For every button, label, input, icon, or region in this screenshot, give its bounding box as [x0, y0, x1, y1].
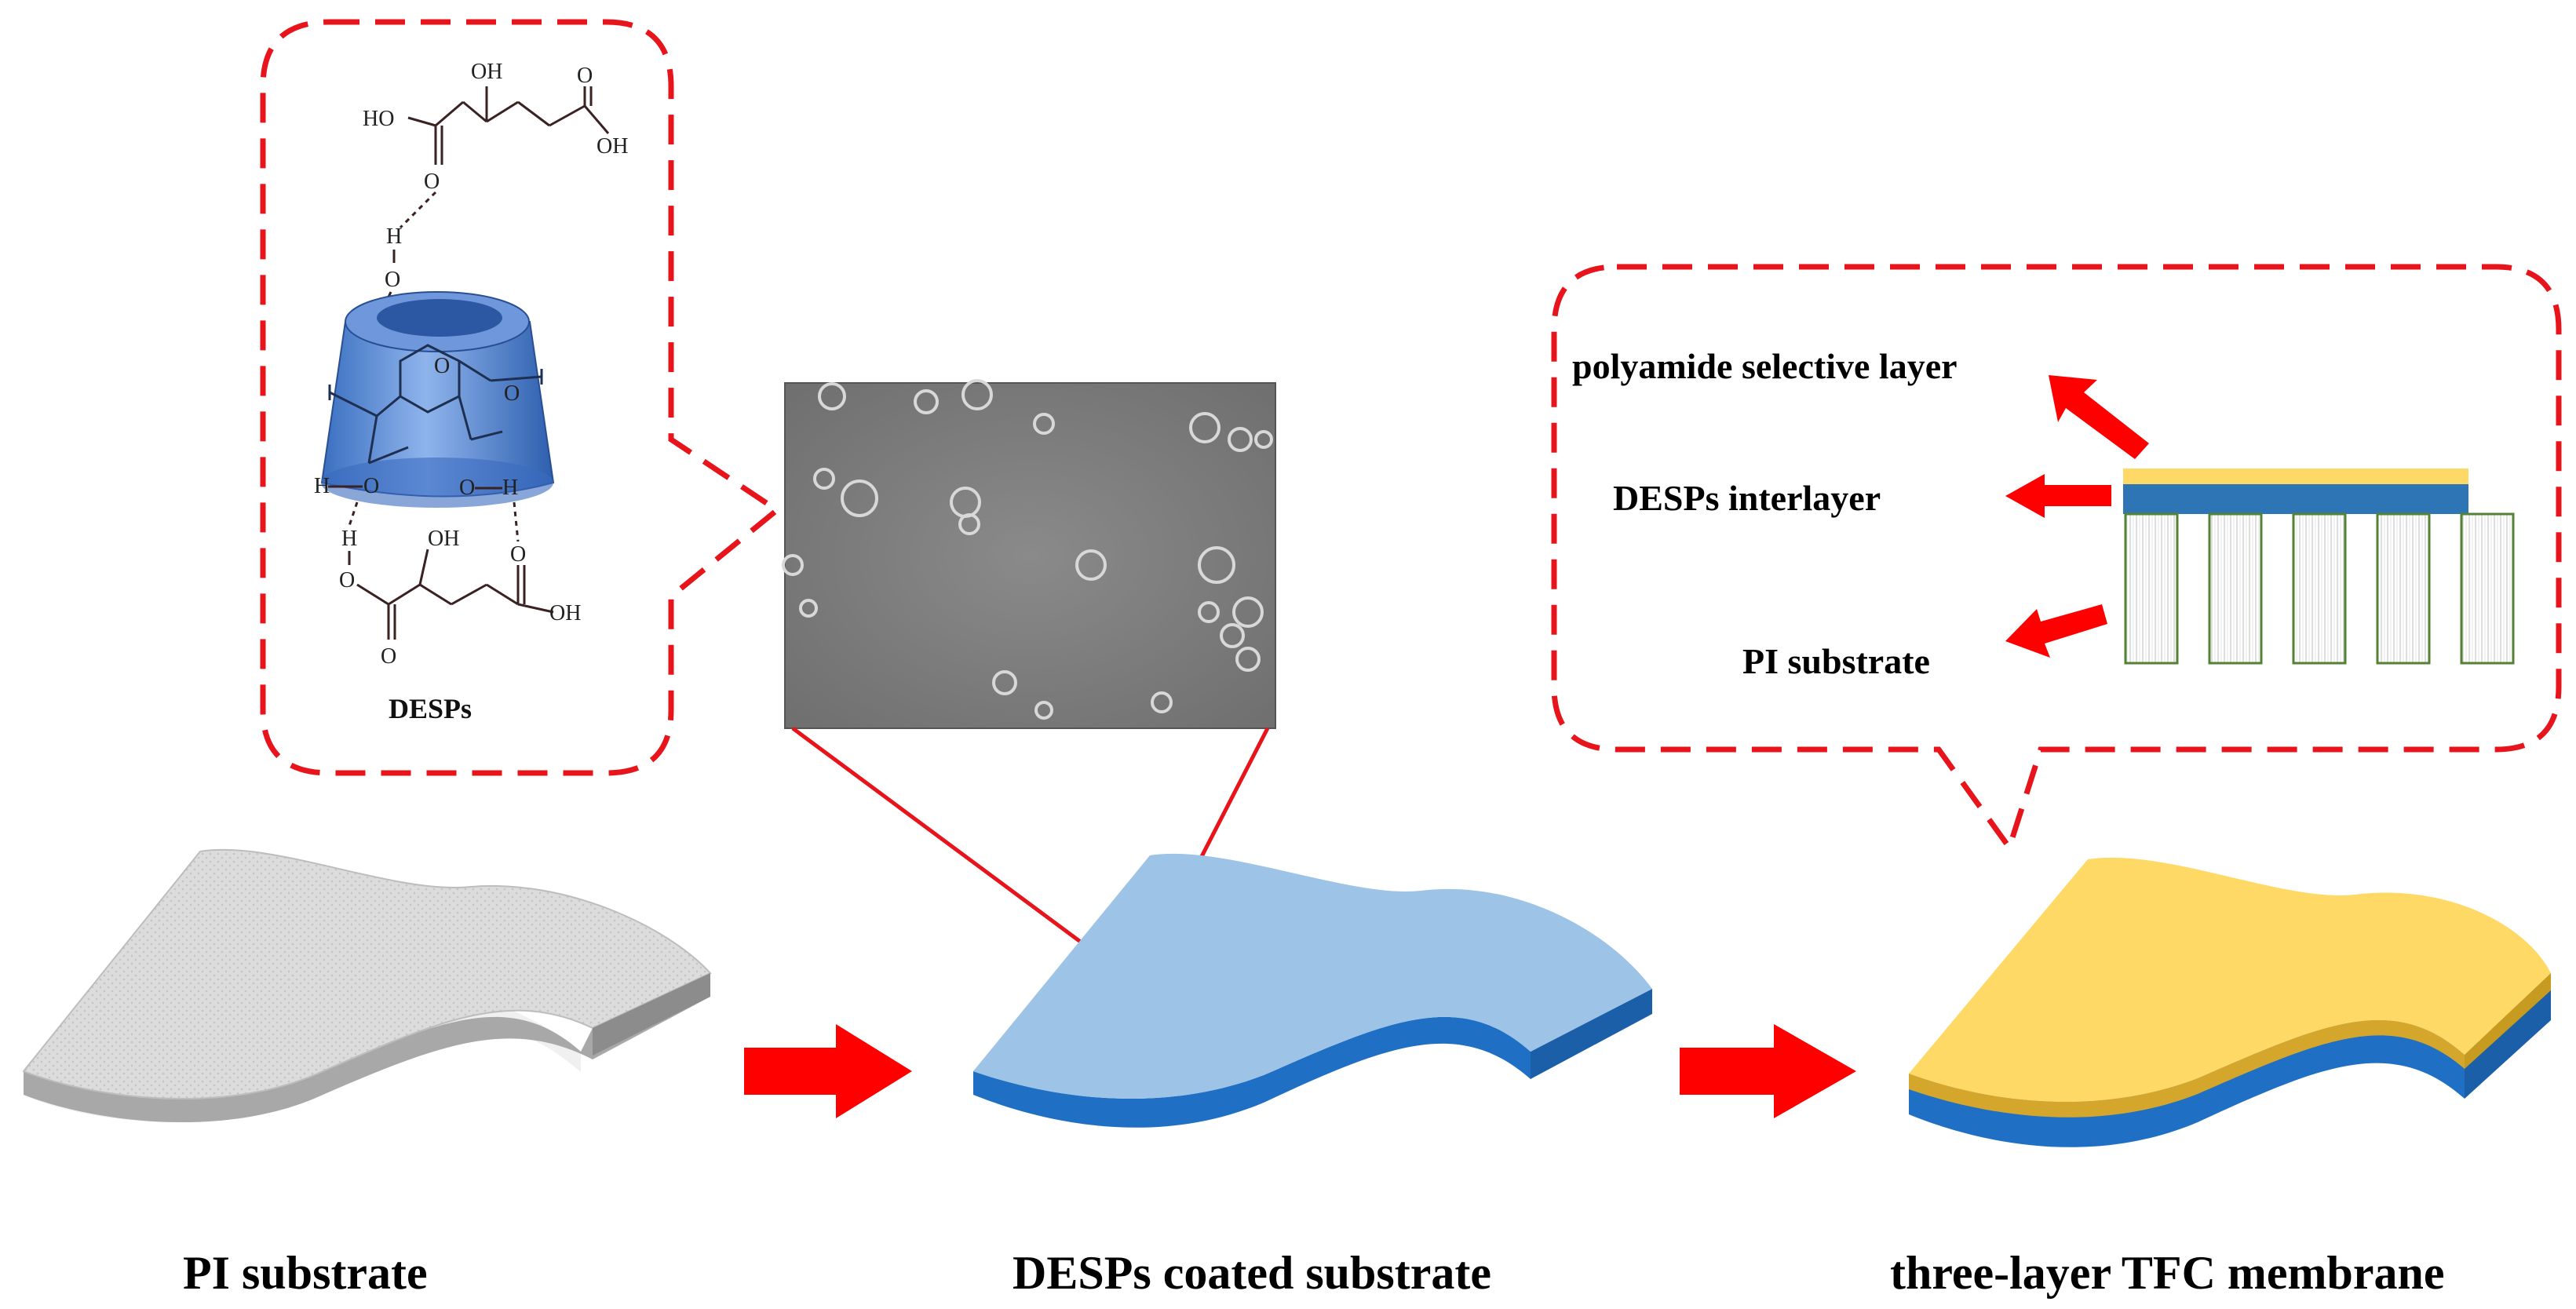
sem-particle	[818, 382, 846, 410]
top-oh-label: OH	[471, 60, 502, 84]
sem-particle	[813, 468, 835, 490]
sem-particle	[1220, 623, 1245, 648]
sem-micrograph	[782, 379, 1276, 729]
top-o2-label: O	[424, 170, 440, 194]
tfc-membrane-sheet	[1909, 857, 2551, 1147]
desps-coated-sheet	[973, 853, 1652, 1128]
sem-particle	[1232, 596, 1264, 628]
interlayer-label: DESPs interlayer	[1613, 478, 1881, 518]
substrate-pore-column	[2376, 512, 2431, 665]
sem-particle	[841, 479, 878, 517]
substrate-pore-column	[2292, 512, 2347, 665]
sem-particle	[961, 379, 993, 410]
ring-o-label: O	[434, 354, 450, 378]
substrate-pore-column	[2460, 512, 2515, 665]
sem-particle	[1151, 691, 1173, 713]
sem-particle	[1235, 647, 1261, 672]
cyclodextrin-cone: O O	[320, 291, 555, 508]
low-h-label: H	[341, 527, 357, 551]
layer-arrows	[2005, 375, 2149, 658]
layers-callout: polyamide selective layer DESPs interlay…	[1551, 264, 2562, 854]
bottom-o3-label: O	[510, 542, 526, 567]
top-oh2-label: OH	[597, 134, 628, 159]
stage-label-tfc: three-layer TFC membrane	[1890, 1247, 2445, 1299]
top-malic-acid	[399, 86, 610, 229]
sem-particle	[1189, 412, 1220, 443]
pi-substrate-sheet	[22, 848, 712, 1123]
sem-particle	[1033, 413, 1055, 435]
stage-label-pi: PI substrate	[183, 1247, 428, 1299]
pi-substrate-layer-label: PI substrate	[1742, 641, 1930, 681]
polyamide-layer-label: polyamide selective layer	[1572, 346, 1958, 386]
right-o-label: O	[459, 476, 475, 500]
sem-particle	[992, 670, 1017, 695]
sem-particle	[1198, 601, 1220, 623]
top-ho-label: HO	[363, 107, 394, 131]
layers-callout-border	[1551, 264, 2562, 854]
bottom-o-left-label: O	[339, 568, 355, 593]
sem-particle	[1034, 701, 1053, 720]
molecule-title: DESPs	[389, 693, 472, 724]
sem-particle	[958, 513, 980, 535]
bottom-oh-label: OH	[428, 527, 459, 551]
sem-particle	[1198, 546, 1235, 584]
bottom-malic-acid	[356, 549, 554, 640]
substrate-pore-column	[2124, 512, 2179, 665]
left-o-label: O	[363, 474, 379, 498]
sem-particle	[782, 554, 804, 576]
desps-molecule-callout: OH HO O OH O H O	[260, 19, 782, 776]
process-arrow-1	[744, 1024, 912, 1118]
bottom-o2-label: O	[381, 644, 396, 669]
sem-particle	[1228, 427, 1253, 452]
sem-particle	[799, 599, 818, 618]
ring-o2-label: O	[504, 381, 520, 406]
sem-particle	[914, 389, 939, 414]
right-h-label: H	[502, 476, 518, 500]
sem-particle	[1075, 549, 1107, 581]
molecule-callout-border	[260, 19, 782, 776]
top-o-label: O	[577, 64, 593, 88]
left-h-label: H	[314, 474, 330, 498]
process-arrows	[744, 1024, 1856, 1118]
layer-schematic	[2123, 469, 2515, 665]
sem-particle	[1254, 430, 1273, 449]
upper-h-label: H	[386, 224, 402, 249]
process-arrow-2	[1680, 1024, 1856, 1118]
stage-label-coated: DESPs coated substrate	[1013, 1247, 1491, 1299]
upper-o-label: O	[385, 268, 400, 292]
substrate-pore-column	[2208, 512, 2263, 665]
bottom-oh2-label: OH	[549, 601, 581, 625]
